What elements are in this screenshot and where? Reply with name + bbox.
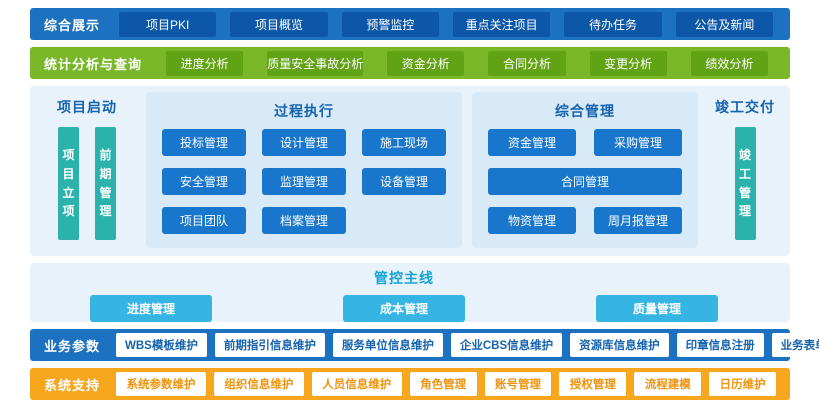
btn-material-management[interactable]: 物资管理: [488, 207, 576, 234]
business-params-buttons: WBS模板维护 前期指引信息维护 服务单位信息维护 企业CBS信息维护 资源库信…: [112, 333, 819, 357]
completion-column: 竣工交付 竣工管理: [708, 92, 782, 248]
btn-quality-management[interactable]: 质量管理: [596, 295, 718, 322]
btn-performance-analysis[interactable]: 绩效分析: [690, 50, 768, 76]
process-execution-title: 过程执行: [274, 103, 334, 119]
btn-key-projects[interactable]: 重点关注项目: [453, 11, 551, 37]
btn-cost-management[interactable]: 成本管理: [343, 295, 465, 322]
system-support-label: 系统支持: [44, 377, 101, 393]
btn-authorization-management[interactable]: 授权管理: [559, 372, 627, 396]
business-params-bar: 业务参数 WBS模板维护 前期指引信息维护 服务单位信息维护 企业CBS信息维护…: [30, 329, 819, 361]
btn-warning-monitor[interactable]: 预警监控: [341, 11, 439, 37]
btn-design-management[interactable]: 设计管理: [262, 129, 346, 156]
main-area: 项目启动 项目立项 前期管理 过程执行 投标管理 设计管理 施工现场 安全管理 …: [30, 86, 790, 256]
control-line-title: 管控主线: [374, 270, 434, 286]
comprehensive-management-title: 综合管理: [555, 103, 615, 119]
business-params-label: 业务参数: [44, 338, 101, 354]
analysis-bar-buttons: 进度分析 质量安全事故分析 资金分析 合同分析 变更分析 绩效分析: [154, 50, 780, 76]
btn-process-modeling[interactable]: 流程建模: [634, 372, 702, 396]
btn-schedule-management[interactable]: 进度管理: [90, 295, 212, 322]
comprehensive-management-panel: 综合管理 资金管理 采购管理 合同管理 物资管理 周月报管理: [472, 92, 698, 248]
btn-progress-analysis[interactable]: 进度分析: [166, 50, 244, 76]
btn-project-team[interactable]: 项目团队: [162, 207, 246, 234]
btn-bidding-management[interactable]: 投标管理: [162, 129, 246, 156]
btn-weekly-monthly-report[interactable]: 周月报管理: [594, 207, 682, 234]
vbar-preliminary-management[interactable]: 前期管理: [95, 127, 116, 240]
btn-role-management[interactable]: 角色管理: [409, 372, 477, 396]
btn-todo-tasks[interactable]: 待办任务: [564, 11, 662, 37]
btn-contract-management[interactable]: 合同管理: [488, 168, 682, 195]
btn-supervision-management[interactable]: 监理管理: [262, 168, 346, 195]
overview-bar: 综合展示 项目PKI 项目概览 预警监控 重点关注项目 待办任务 公告及新闻: [30, 8, 790, 40]
btn-enterprise-cbs-info[interactable]: 企业CBS信息维护: [450, 333, 563, 357]
system-support-buttons: 系统参数维护 组织信息维护 人员信息维护 角色管理 账号管理 授权管理 流程建模…: [112, 372, 780, 396]
overview-bar-buttons: 项目PKI 项目概览 预警监控 重点关注项目 待办任务 公告及新闻: [112, 11, 780, 37]
btn-resource-library-info[interactable]: 资源库信息维护: [570, 333, 669, 357]
btn-construction-site[interactable]: 施工现场: [362, 129, 446, 156]
btn-account-management[interactable]: 账号管理: [484, 372, 552, 396]
btn-calendar-maintenance[interactable]: 日历维护: [709, 372, 777, 396]
overview-bar-label: 综合展示: [44, 17, 101, 33]
vbar-completion-management[interactable]: 竣工管理: [734, 127, 756, 240]
system-support-bar: 系统支持 系统参数维护 组织信息维护 人员信息维护 角色管理 账号管理 授权管理…: [30, 368, 790, 400]
btn-wbs-template[interactable]: WBS模板维护: [116, 333, 207, 357]
btn-project-overview[interactable]: 项目概览: [230, 11, 328, 37]
comprehensive-management-buttons: 资金管理 采购管理 合同管理 物资管理 周月报管理: [488, 129, 682, 234]
btn-quality-safety-analysis[interactable]: 质量安全事故分析: [267, 50, 364, 76]
btn-system-params[interactable]: 系统参数维护: [116, 372, 206, 396]
btn-contract-analysis[interactable]: 合同分析: [488, 50, 566, 76]
btn-safety-management[interactable]: 安全管理: [162, 168, 246, 195]
btn-project-pki[interactable]: 项目PKI: [119, 11, 217, 37]
project-start-title: 项目启动: [57, 99, 117, 115]
control-line-buttons: 进度管理 成本管理 质量管理: [90, 295, 718, 322]
project-start-column: 项目启动 项目立项 前期管理: [38, 92, 136, 248]
btn-org-info[interactable]: 组织信息维护: [213, 372, 304, 396]
btn-archive-management[interactable]: 档案管理: [262, 207, 346, 234]
project-start-bars: 项目立项 前期管理: [38, 125, 136, 248]
analysis-bar: 统计分析与查询 进度分析 质量安全事故分析 资金分析 合同分析 变更分析 绩效分…: [30, 47, 790, 79]
btn-personnel-info[interactable]: 人员信息维护: [311, 372, 402, 396]
btn-fund-management[interactable]: 资金管理: [488, 129, 576, 156]
analysis-bar-label: 统计分析与查询: [44, 56, 143, 72]
process-execution-buttons: 投标管理 设计管理 施工现场 安全管理 监理管理 设备管理 项目团队 档案管理: [162, 129, 446, 234]
process-execution-panel: 过程执行 投标管理 设计管理 施工现场 安全管理 监理管理 设备管理 项目团队 …: [146, 92, 462, 248]
vbar-project-initiation[interactable]: 项目立项: [58, 127, 79, 240]
btn-announcements-news[interactable]: 公告及新闻: [675, 11, 773, 37]
btn-preliminary-guide-info[interactable]: 前期指引信息维护: [214, 333, 325, 357]
btn-fund-analysis[interactable]: 资金分析: [387, 50, 465, 76]
btn-equipment-management[interactable]: 设备管理: [362, 168, 446, 195]
completion-bars: 竣工管理: [708, 125, 782, 248]
btn-change-analysis[interactable]: 变更分析: [589, 50, 667, 76]
btn-procurement-management[interactable]: 采购管理: [594, 129, 682, 156]
btn-business-form-template[interactable]: 业务表单模板维护: [771, 333, 819, 357]
control-line-section: 管控主线 进度管理 成本管理 质量管理: [30, 263, 790, 322]
completion-title: 竣工交付: [715, 99, 775, 115]
btn-service-unit-info[interactable]: 服务单位信息维护: [332, 333, 443, 357]
btn-seal-registration[interactable]: 印章信息注册: [676, 333, 764, 357]
